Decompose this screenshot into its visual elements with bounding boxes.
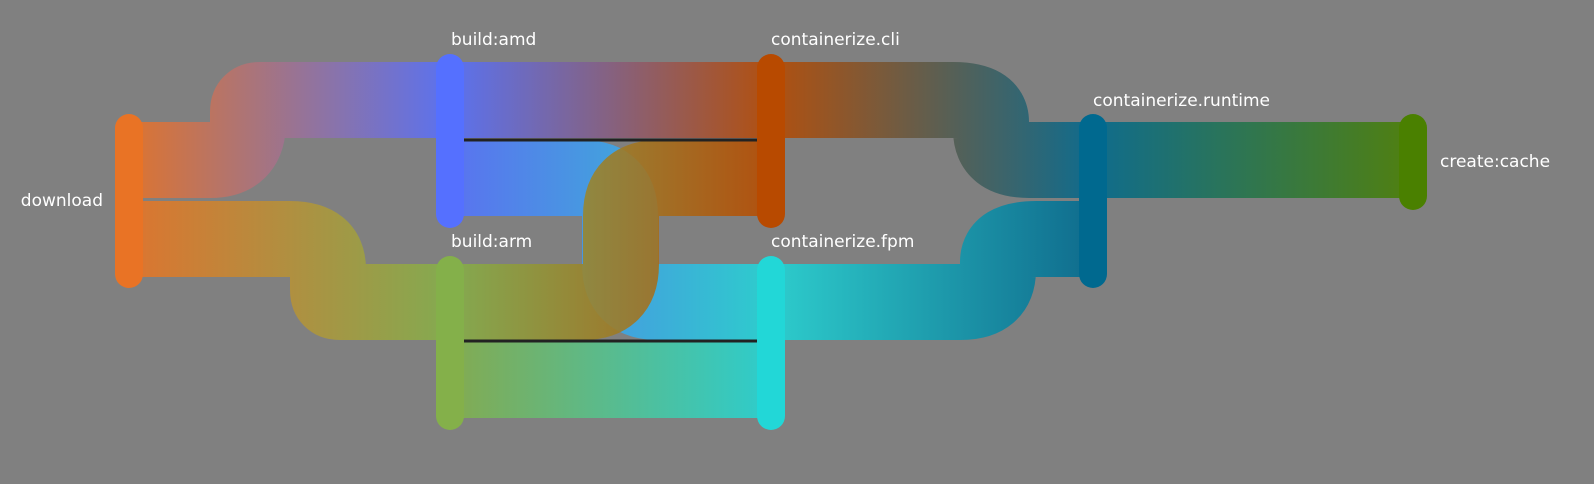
edge-containerize-cli-to-containerize-runtime: [771, 62, 1093, 198]
edge-download-to-build-amd: [129, 62, 450, 198]
node-build-amd[interactable]: [436, 54, 464, 228]
edge-build-arm-to-containerize-cli: [450, 140, 771, 340]
node-label-create-cache: create:cache: [1440, 152, 1550, 172]
node-build-arm[interactable]: [436, 256, 464, 430]
node-containerize-cli[interactable]: [757, 54, 785, 228]
node-containerize-fpm[interactable]: [757, 256, 785, 430]
node-create-cache[interactable]: [1399, 114, 1427, 210]
node-label-build-amd: build:amd: [451, 30, 536, 50]
edges-layer: [129, 62, 1413, 418]
node-label-containerize-cli: containerize.cli: [771, 30, 900, 50]
labels-layer: download build:amd build:arm containerize.c…: [21, 30, 1550, 252]
edge-containerize-fpm-to-containerize-runtime: [771, 201, 1093, 340]
nodes-layer: [115, 54, 1427, 430]
node-label-containerize-fpm: containerize.fpm: [771, 232, 914, 252]
node-label-build-arm: build:arm: [451, 232, 532, 252]
node-download[interactable]: [115, 114, 143, 288]
edge-download-to-build-arm: [129, 201, 450, 340]
node-label-containerize-runtime: containerize.runtime: [1093, 91, 1270, 111]
node-containerize-runtime[interactable]: [1079, 114, 1107, 288]
node-label-download: download: [21, 191, 103, 211]
